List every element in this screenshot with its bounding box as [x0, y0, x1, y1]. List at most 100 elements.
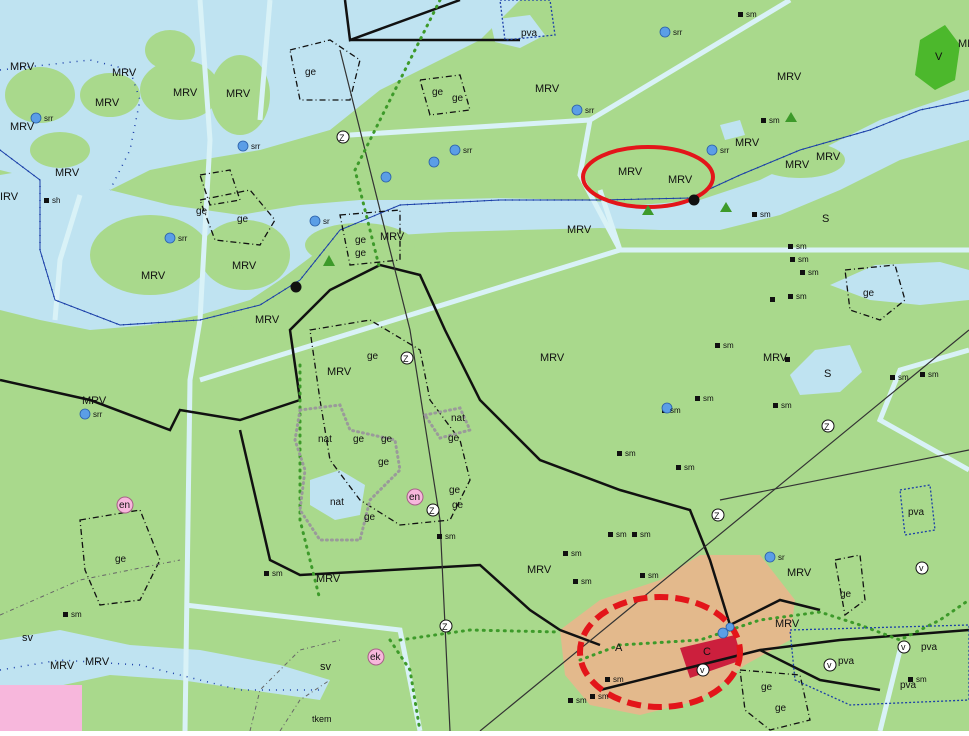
- sm-label: sm: [581, 577, 592, 586]
- srr-label: srr: [93, 410, 103, 419]
- black-dots: [290, 194, 700, 293]
- label-en-2: en: [409, 492, 420, 503]
- mrv-label: MRV: [141, 270, 166, 282]
- mrv-label: MRV: [55, 167, 80, 179]
- nat-label: nat: [318, 434, 332, 445]
- ml-label: MI: [958, 38, 969, 50]
- mrv-label: MRV: [316, 573, 341, 585]
- water-route: [0, 59, 969, 691]
- ge-label: ge: [305, 67, 317, 78]
- ge-label: ge: [448, 433, 460, 444]
- mrv-label: MRV: [567, 224, 592, 236]
- z-label: Z: [714, 511, 720, 521]
- nat-label: nat: [451, 413, 465, 424]
- v-label: v: [901, 642, 906, 652]
- sm-label: sm: [616, 530, 627, 539]
- sm-label: sm: [640, 530, 651, 539]
- z-label: Z: [403, 354, 409, 364]
- en-markers: [116, 488, 424, 666]
- sm-labels: sm sm sm sm sm sm sm sm sm sm sm sm sm s…: [71, 10, 939, 705]
- sm-label: sm: [598, 692, 609, 701]
- c-label: C: [703, 646, 711, 658]
- mrv-label: MRV: [527, 564, 552, 576]
- v-label: v: [827, 660, 832, 670]
- pink-zone: [0, 685, 82, 731]
- ge-label: ge: [381, 434, 393, 445]
- mrv-label: MRV: [787, 567, 812, 579]
- sm-label: sm: [571, 549, 582, 558]
- center-dashed-ring: [577, 594, 743, 710]
- mrv-label: MRV: [618, 166, 643, 178]
- sm-label: sm: [898, 373, 909, 382]
- southwest-channel: [0, 630, 330, 700]
- mrv-label: MRV: [50, 660, 75, 672]
- sr-label: sr: [778, 553, 785, 562]
- pva-label: pva: [900, 680, 917, 691]
- v-area-label: V: [935, 51, 943, 63]
- ge-label: ge: [196, 206, 208, 217]
- ge-label: ge: [115, 554, 127, 565]
- sm-label: sm: [796, 292, 807, 301]
- misc-labels: S S sv sv A C V MI IRV tkem: [0, 38, 969, 724]
- z-label: Z: [824, 422, 830, 432]
- sm-label: sm: [703, 394, 714, 403]
- z-label: Z: [429, 506, 435, 516]
- pva-label: pva: [908, 507, 925, 518]
- z-label: Z: [442, 622, 448, 632]
- gray-arc-lines: [0, 559, 341, 732]
- mrv-label: MRV: [85, 656, 110, 668]
- mrv-label: MRV: [82, 395, 107, 407]
- ge-label: ge: [353, 434, 365, 445]
- sm-label: sm: [760, 210, 771, 219]
- ge-areas: [79, 39, 906, 731]
- sm-label: sm: [71, 610, 82, 619]
- ge-label: ge: [761, 682, 773, 693]
- pva-labels: pva pva pva pva pva: [521, 28, 938, 691]
- mrv-label: MRV: [540, 352, 565, 364]
- mrv-label: MRV: [380, 231, 405, 243]
- sm-label: sm: [684, 463, 695, 472]
- green-triangles: [323, 112, 797, 266]
- sm-label: sm: [576, 696, 587, 705]
- v-area: [915, 25, 960, 90]
- ge-label: ge: [237, 214, 249, 225]
- tkem-label: tkem: [312, 714, 332, 724]
- z-labels: Z Z Z Z Z Z: [339, 133, 830, 632]
- ge-label: ge: [840, 589, 852, 600]
- srr-label: srr: [673, 28, 683, 37]
- s-label: S: [822, 213, 829, 225]
- mrv-label: MRV: [112, 67, 137, 79]
- mrv-label: MRV: [668, 174, 693, 186]
- label-en-1: en: [119, 500, 130, 511]
- srr-label: srr: [44, 114, 54, 123]
- sm-markers: [44, 12, 925, 703]
- green-trails: [298, 0, 969, 733]
- sm-label: sm: [670, 406, 681, 415]
- ge-label: ge: [367, 351, 379, 362]
- pond: [720, 120, 745, 140]
- s-label: S: [824, 368, 831, 380]
- srr-label: srr: [585, 106, 595, 115]
- z-label: Z: [339, 133, 345, 143]
- mrv-labels: MRV MRV MRV MRV MRV MRV MRV MRV MRV MRV …: [10, 61, 841, 672]
- ge-labels: ge ge ge ge ge ge ge ge ge ge ge ge ge g…: [115, 67, 875, 714]
- ge-label: ge: [378, 457, 390, 468]
- mrv-label: MRV: [226, 88, 251, 100]
- mrv-label: MRV: [327, 366, 352, 378]
- pva-label: pva: [838, 656, 855, 667]
- mrv-label: MRV: [735, 137, 760, 149]
- mrv-label: MRV: [775, 618, 800, 630]
- east-lake-2: [790, 345, 862, 395]
- mrv-label: MRV: [10, 61, 35, 73]
- gray-dotted-boundary: [293, 403, 473, 542]
- sm-label: sm: [798, 255, 809, 264]
- ge-label: ge: [452, 93, 464, 104]
- srr-label: srr: [463, 146, 473, 155]
- a-label: A: [615, 642, 623, 654]
- mrv-label: MRV: [232, 260, 257, 272]
- sh-label: sh: [52, 196, 60, 205]
- ge-label: ge: [355, 235, 367, 246]
- mrv-label: MRV: [763, 352, 788, 364]
